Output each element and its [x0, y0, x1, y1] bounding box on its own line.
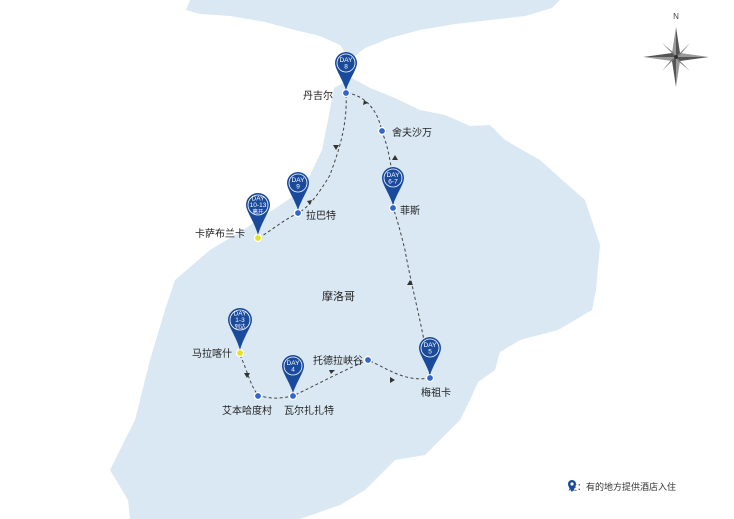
pin-ring	[247, 194, 269, 216]
pin-label: 6-7	[388, 178, 398, 185]
pin-label: DAY	[234, 311, 248, 318]
arrow	[363, 100, 368, 105]
city-dot	[288, 391, 298, 401]
country-label: 摩洛哥	[322, 289, 355, 303]
city-dot	[377, 126, 387, 136]
compass-north-label: N	[673, 12, 679, 21]
pin-ring	[283, 356, 303, 376]
route-arrows	[244, 100, 413, 383]
compass-icon: N	[643, 12, 709, 87]
arrow	[244, 373, 250, 378]
pin-label: 8	[344, 63, 348, 70]
pin-label: DAY	[252, 196, 266, 203]
pin-label: 5	[428, 348, 432, 355]
city-label-ait-benhaddou: 艾本哈度村	[222, 404, 272, 417]
map-pin-icon	[282, 355, 304, 393]
arrow	[333, 145, 339, 150]
map-pin-icon	[335, 52, 357, 90]
city-dot	[425, 373, 435, 383]
city-dot	[388, 203, 398, 213]
city-label-chefchaouen: 舍夫沙万	[392, 126, 432, 139]
pin-ring	[336, 53, 356, 73]
map-pin-icon	[246, 193, 270, 235]
legend-note: 注：有的地方提供酒店入住	[568, 480, 676, 493]
pin-label: DAY	[340, 57, 354, 64]
map-pin-icon	[287, 172, 309, 210]
legend-note-suffix: 的地方提供酒店入住	[595, 483, 677, 493]
pin-label: 离开	[252, 208, 264, 216]
pin-ring	[229, 309, 251, 331]
pin-label: 到达	[234, 323, 246, 331]
city-label-marrakech: 马拉喀什	[192, 347, 232, 360]
pin-label: DAY	[287, 360, 301, 367]
pin-ring	[288, 173, 308, 193]
city-label-rabat: 拉巴特	[306, 209, 336, 222]
city-dot	[363, 355, 373, 365]
city-label-casablanca: 卡萨布兰卡	[195, 227, 245, 240]
city-label-merzouga: 梅祖卡	[421, 386, 451, 399]
map-pin-icon	[228, 308, 252, 350]
arrow	[329, 370, 335, 374]
map-pin-icon	[382, 167, 404, 205]
pin-label: DAY	[424, 342, 438, 349]
pin-label: DAY	[387, 172, 401, 179]
city-dot	[253, 391, 263, 401]
arrow	[307, 200, 312, 205]
map-pin-icon	[568, 480, 576, 492]
pin-ring	[420, 338, 440, 358]
pin-ring	[383, 168, 403, 188]
pin-label: 10-13	[250, 202, 267, 209]
arrow	[390, 377, 395, 383]
pin-label: DAY	[292, 177, 306, 184]
city-dot	[253, 233, 263, 243]
city-label-fes: 菲斯	[400, 204, 420, 217]
arrow	[407, 280, 413, 285]
legend-note-prefix: 注：有	[568, 483, 596, 493]
pin-label: 4	[291, 366, 295, 373]
city-dot	[235, 348, 245, 358]
city-label-todra-gorge: 托德拉峡谷	[313, 354, 363, 367]
pin-label: 9	[296, 183, 300, 190]
map-pin-icon	[419, 337, 441, 375]
arrow	[392, 155, 398, 160]
pin-label: 1-3	[235, 317, 245, 324]
city-label-tangier: 丹吉尔	[303, 89, 333, 102]
land-spain	[186, 0, 560, 60]
city-dot	[341, 88, 351, 98]
land-morocco	[110, 78, 600, 519]
city-label-ouarzazate: 瓦尔扎扎特	[284, 404, 334, 417]
city-dot	[293, 208, 303, 218]
